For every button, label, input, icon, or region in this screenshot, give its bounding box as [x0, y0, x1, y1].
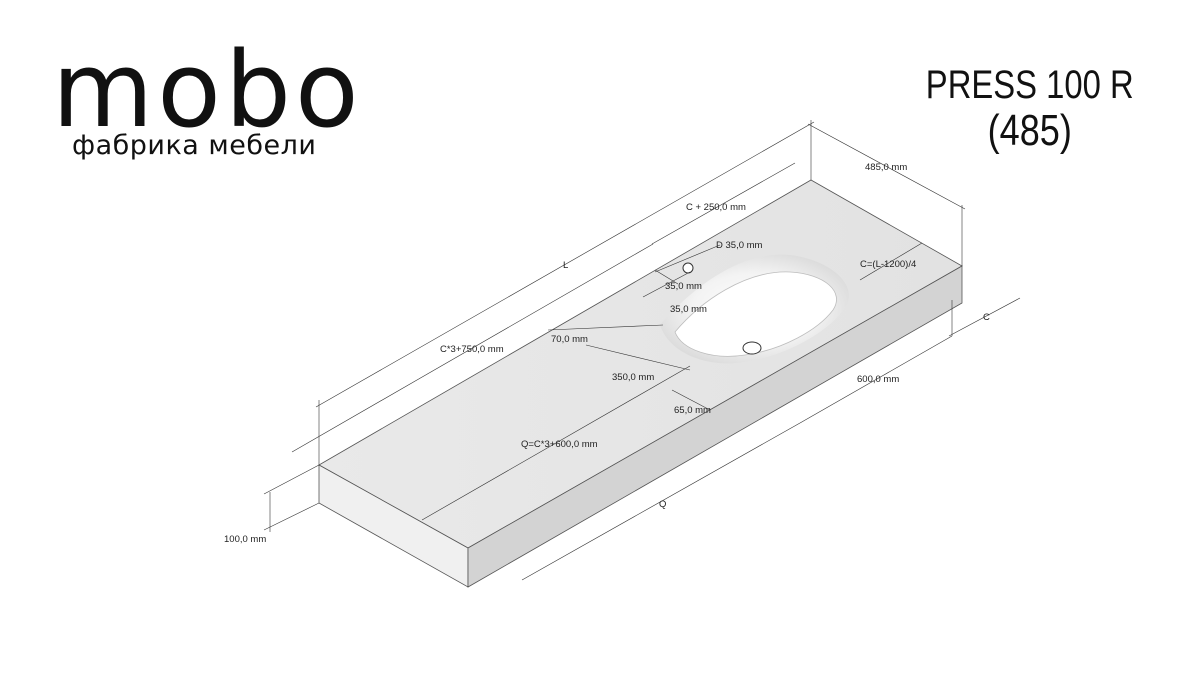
model-title: PRESS 100 R (485) [903, 64, 1156, 154]
dim-offset-65: 65,0 mm [674, 405, 711, 416]
dim-c3-plus-750: C*3+750,0 mm [440, 344, 504, 355]
sink-drain [742, 341, 762, 355]
countertop-right-face [467, 265, 963, 588]
dim-q-label: Q [659, 499, 666, 510]
model-depth: (485) [987, 106, 1072, 155]
sink-basin-inner [674, 271, 837, 357]
dim-thickness: 100,0 mm [224, 534, 266, 545]
dim-depth: 485,0 mm [865, 162, 907, 173]
brand-tagline: фабрика мебели [72, 130, 317, 161]
dim-q-formula: Q=C*3+600,0 mm [521, 439, 598, 450]
dimension-labels: 485,0 mm C + 250,0 mm L D 35,0 mm C=(L-1… [224, 162, 990, 545]
tap-hole [682, 262, 694, 274]
dim-offset-70: 70,0 mm [551, 334, 588, 345]
dim-hole-offset-1: 35,0 mm [665, 281, 702, 292]
dim-drain-diameter: D 35,0 mm [716, 240, 763, 251]
dim-hole-offset-2: 35,0 mm [670, 304, 707, 315]
brand-logo: mobo [52, 29, 363, 151]
dim-sink-width: 600,0 mm [857, 374, 899, 385]
dim-length: L [563, 260, 568, 271]
sink-basin [660, 254, 849, 364]
dimension-lines [263, 120, 1021, 581]
dim-sink-depth: 350,0 mm [612, 372, 654, 383]
dim-c-plus-250: C + 250,0 mm [686, 202, 746, 213]
dim-c-formula: C=(L-1200)/4 [860, 259, 916, 270]
dim-c-right: C [983, 312, 990, 323]
model-name: PRESS 100 R [925, 63, 1134, 107]
countertop-top-face [318, 179, 963, 549]
